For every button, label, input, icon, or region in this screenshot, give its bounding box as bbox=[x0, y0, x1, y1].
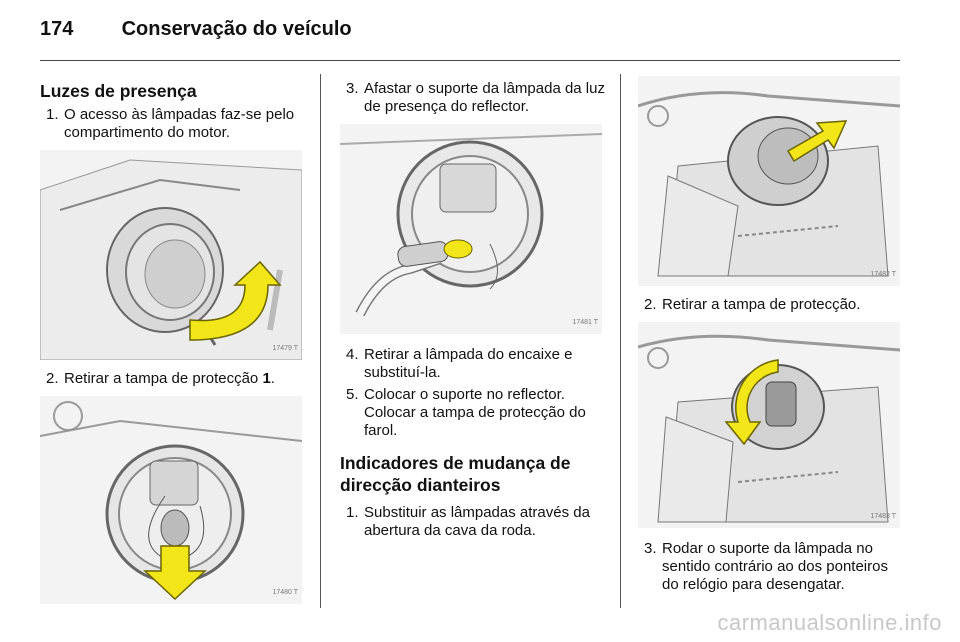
step-item: 3. Afastar o suporte da lâmpada da luz d… bbox=[340, 80, 606, 116]
column-2: 3. Afastar o suporte da lâmpada da luz d… bbox=[340, 74, 606, 540]
section-heading-parking-lights: Luzes de presença bbox=[40, 81, 197, 101]
step-number: 3. bbox=[346, 80, 359, 97]
figure-number: 17481 T bbox=[572, 319, 598, 326]
section-heading-turn-signals: Indicadores de mudança de direcção diant… bbox=[340, 453, 571, 495]
page-header: 174 Conservação do veículo bbox=[40, 18, 352, 41]
step-text: Rodar o suporte da lâmpada no sentido co… bbox=[662, 540, 888, 593]
figure-protective-cap: 17480 T bbox=[40, 396, 302, 604]
engine-compartment-illustration bbox=[40, 159, 302, 360]
bulb-icon bbox=[443, 239, 473, 259]
column-divider-1 bbox=[320, 74, 321, 608]
step-number: 1. bbox=[46, 106, 59, 123]
rotate-holder-illustration bbox=[638, 334, 900, 523]
step-item: 1. O acesso às lâmpadas faz-se pelo comp… bbox=[40, 106, 302, 142]
step-text: Retirar a tampa de protecção. bbox=[662, 296, 861, 313]
step-item: 5. Colocar o suporte no reflector. Coloc… bbox=[340, 386, 606, 440]
step-number: 2. bbox=[46, 370, 59, 387]
step-text: Retirar a lâmpada do encaixe e substituí… bbox=[364, 346, 573, 381]
arrow-icon bbox=[786, 120, 848, 163]
arrow-down-icon bbox=[143, 545, 207, 601]
figure-rotate-holder: 17483 T bbox=[638, 322, 900, 528]
step-item: 3. Rodar o suporte da lâmpada no sentido… bbox=[638, 540, 904, 594]
bulb-holder-illustration bbox=[340, 133, 602, 317]
step-item: 4. Retirar a lâmpada do encaixe e substi… bbox=[340, 346, 606, 382]
step-text: Afastar o suporte da lâmpada da luz de p… bbox=[364, 80, 605, 115]
figure-number: 17482 T bbox=[870, 271, 896, 278]
step-text: Retirar a tampa de protecção bbox=[64, 370, 259, 387]
watermark: carmanualsonline.info bbox=[717, 610, 942, 635]
arrow-icon bbox=[189, 260, 282, 341]
step-item: 2. Retirar a tampa de protecção 1. bbox=[40, 370, 302, 388]
column-3: 17482 T 2. Retirar a tampa de protecção.… bbox=[638, 74, 904, 594]
column-1: Luzes de presença 1. O acesso às lâmpada… bbox=[40, 74, 302, 604]
step-number: 4. bbox=[346, 346, 359, 363]
figure-number: 17480 T bbox=[272, 589, 298, 596]
rotate-arrow-icon bbox=[724, 359, 779, 446]
protective-cap-illustration bbox=[40, 401, 302, 601]
page-number: 174 bbox=[40, 18, 74, 40]
step-number: 1. bbox=[346, 504, 359, 521]
header-rule bbox=[40, 60, 900, 61]
callout-reference: 1 bbox=[262, 370, 271, 387]
figure-wheel-arch-cover: 17482 T bbox=[638, 76, 900, 286]
figure-number: 17483 T bbox=[870, 513, 896, 520]
step-item: 1. Substituir as lâmpadas através da abe… bbox=[340, 504, 606, 540]
step-text: Colocar o suporte no reflector. Colocar … bbox=[364, 386, 586, 439]
figure-bulb-holder: 17481 T bbox=[340, 124, 602, 334]
step-item: 2. Retirar a tampa de protecção. bbox=[638, 296, 904, 314]
step-number: 2. bbox=[644, 296, 657, 313]
figure-engine-compartment: 17479 T bbox=[40, 150, 302, 360]
step-text-tail: . bbox=[270, 370, 275, 387]
column-divider-2 bbox=[620, 74, 621, 608]
wheel-arch-cover-illustration bbox=[638, 91, 900, 277]
page-title: Conservação do veículo bbox=[121, 18, 352, 40]
step-text: O acesso às lâmpadas faz-se pelo compart… bbox=[64, 106, 295, 141]
figure-number: 17479 T bbox=[272, 345, 298, 352]
step-number: 3. bbox=[644, 540, 657, 557]
step-number: 5. bbox=[346, 386, 359, 403]
step-text: Substituir as lâmpadas através da abertu… bbox=[364, 504, 590, 539]
